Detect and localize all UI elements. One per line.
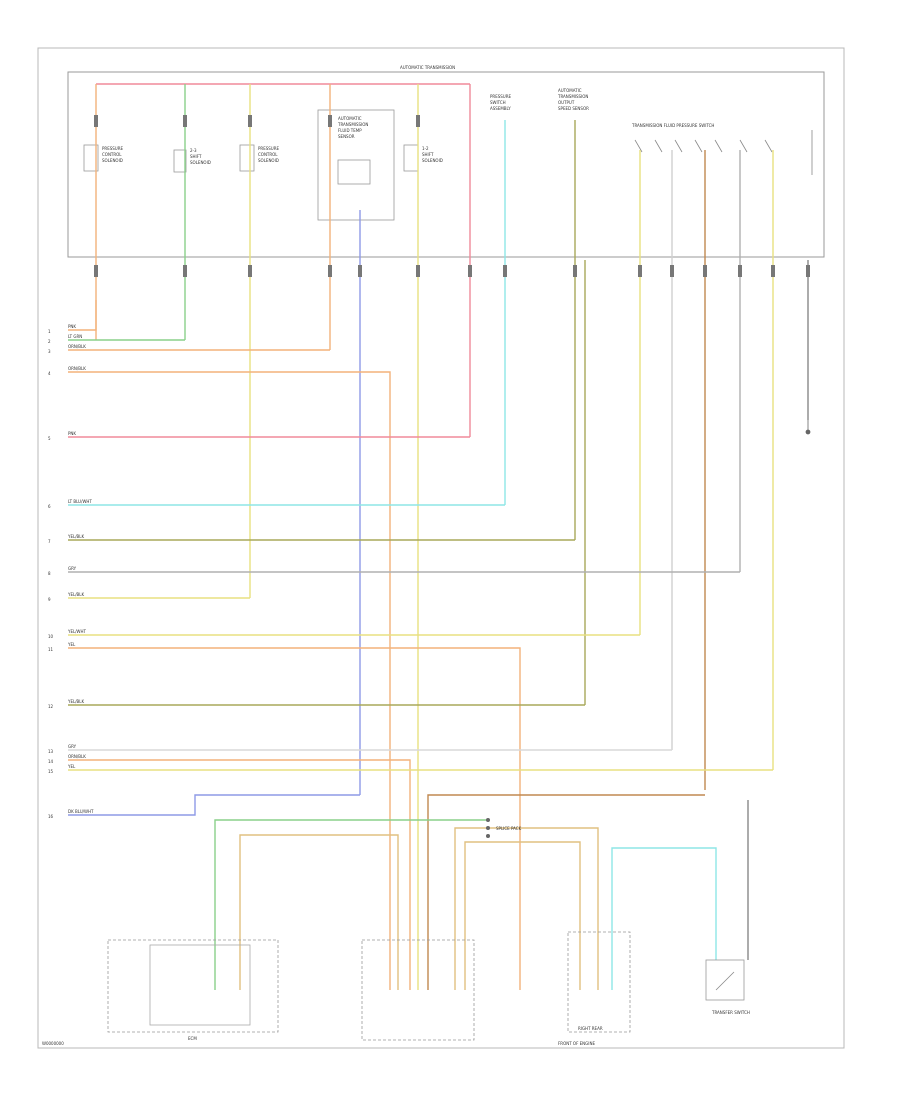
svg-text:SWITCH: SWITCH <box>490 100 506 105</box>
svg-text:15: 15 <box>48 769 54 774</box>
svg-text:SHIFT: SHIFT <box>190 154 202 159</box>
svg-text:11: 11 <box>48 647 54 652</box>
svg-text:2: 2 <box>48 339 51 344</box>
svg-text:SOLENOID: SOLENOID <box>102 158 123 163</box>
ecm-box: ECM <box>107 939 279 1041</box>
svg-text:12: 12 <box>48 704 54 709</box>
svg-text:YEL/WHT: YEL/WHT <box>67 629 87 634</box>
svg-text:GRY: GRY <box>68 566 77 571</box>
svg-text:PNK: PNK <box>68 431 76 436</box>
svg-text:FLUID TEMP: FLUID TEMP <box>338 128 362 133</box>
svg-text:LT GRN: LT GRN <box>68 334 82 339</box>
svg-text:13: 13 <box>48 749 54 754</box>
svg-text:TRANSFER SWITCH: TRANSFER SWITCH <box>711 1010 750 1015</box>
svg-text:4: 4 <box>48 371 51 376</box>
svg-text:CONTROL: CONTROL <box>258 152 278 157</box>
svg-text:YEL: YEL <box>67 764 76 769</box>
solenoid-group: PRESSURE CONTROL SOLENOID 2-3 SHIFT SOLE… <box>83 83 714 221</box>
svg-text:AUTOMATIC: AUTOMATIC <box>558 88 582 93</box>
svg-text:1: 1 <box>48 329 51 334</box>
svg-text:PRESSURE: PRESSURE <box>102 146 124 151</box>
svg-text:16: 16 <box>48 814 54 819</box>
svg-text:DK BLU/WHT: DK BLU/WHT <box>68 809 94 814</box>
svg-text:SHIFT: SHIFT <box>422 152 434 157</box>
ground-symbol <box>805 420 811 435</box>
transfer-switch: TRANSFER SWITCH <box>705 959 750 1015</box>
svg-text:ORN/BLK: ORN/BLK <box>68 344 86 349</box>
connector-pins <box>94 115 810 277</box>
svg-text:2-3: 2-3 <box>190 148 197 153</box>
svg-text:PRESSURE: PRESSURE <box>258 146 280 151</box>
right-rear-box: RIGHT REAR FRONT OF ENGINE <box>361 931 631 1046</box>
svg-text:SOLENOID: SOLENOID <box>190 160 211 165</box>
svg-text:OUTPUT: OUTPUT <box>558 100 575 105</box>
svg-text:YEL: YEL <box>67 642 76 647</box>
svg-text:YEL/BLK: YEL/BLK <box>67 699 85 704</box>
module-title: AUTOMATIC TRANSMISSION <box>400 65 455 70</box>
svg-text:LT BLU/WHT: LT BLU/WHT <box>68 499 92 504</box>
lower-wires <box>214 794 749 990</box>
svg-text:SOLENOID: SOLENOID <box>258 158 279 163</box>
svg-text:PRESSURE: PRESSURE <box>490 94 512 99</box>
svg-text:SENSOR: SENSOR <box>338 134 355 139</box>
splice-pack: SPLICE PACK <box>486 818 522 838</box>
svg-text:6: 6 <box>48 504 51 509</box>
pressure-switches <box>634 130 813 175</box>
wire-tags: PNK LT GRN ORN/BLK ORN/BLK PNK LT BLU/WH… <box>67 324 94 814</box>
svg-text:SOLENOID: SOLENOID <box>422 158 443 163</box>
harness-wires <box>68 300 773 990</box>
svg-text:8: 8 <box>48 571 51 576</box>
module-wires <box>95 84 809 990</box>
svg-text:9: 9 <box>48 597 51 602</box>
svg-text:YEL/BLK: YEL/BLK <box>67 534 85 539</box>
svg-text:ASSEMBLY: ASSEMBLY <box>490 106 511 111</box>
transmission-module-box <box>67 71 825 258</box>
svg-text:CONTROL: CONTROL <box>102 152 122 157</box>
svg-text:SPLICE PACK: SPLICE PACK <box>496 826 522 831</box>
svg-text:ORN/BLK: ORN/BLK <box>68 754 86 759</box>
svg-text:SPEED SENSOR: SPEED SENSOR <box>558 106 589 111</box>
svg-text:AUTOMATIC: AUTOMATIC <box>338 116 362 121</box>
svg-text:FRONT OF ENGINE: FRONT OF ENGINE <box>558 1041 595 1046</box>
left-pin-labels: 1 2 3 4 5 6 7 8 9 10 11 12 13 14 15 16 <box>48 329 54 819</box>
svg-text:TRANSMISSION: TRANSMISSION <box>557 94 588 99</box>
svg-text:TRANSMISSION FLUID PRESSURE SW: TRANSMISSION FLUID PRESSURE SWITCH <box>631 123 714 128</box>
footer-code: W0000000 <box>42 1041 64 1046</box>
svg-text:RIGHT REAR: RIGHT REAR <box>578 1026 603 1031</box>
outer-frame <box>37 47 845 1049</box>
svg-text:ORN/BLK: ORN/BLK <box>68 366 86 371</box>
svg-text:TRANSMISSION: TRANSMISSION <box>337 122 368 127</box>
svg-text:3: 3 <box>48 349 51 354</box>
svg-text:14: 14 <box>48 759 54 764</box>
svg-text:ECM: ECM <box>188 1036 197 1041</box>
svg-text:GRY: GRY <box>68 744 77 749</box>
svg-text:5: 5 <box>48 436 51 441</box>
svg-text:YEL/BLK: YEL/BLK <box>67 592 85 597</box>
svg-text:PNK: PNK <box>68 324 76 329</box>
svg-text:1-2: 1-2 <box>422 146 429 151</box>
svg-text:10: 10 <box>48 634 54 639</box>
svg-text:7: 7 <box>48 539 51 544</box>
